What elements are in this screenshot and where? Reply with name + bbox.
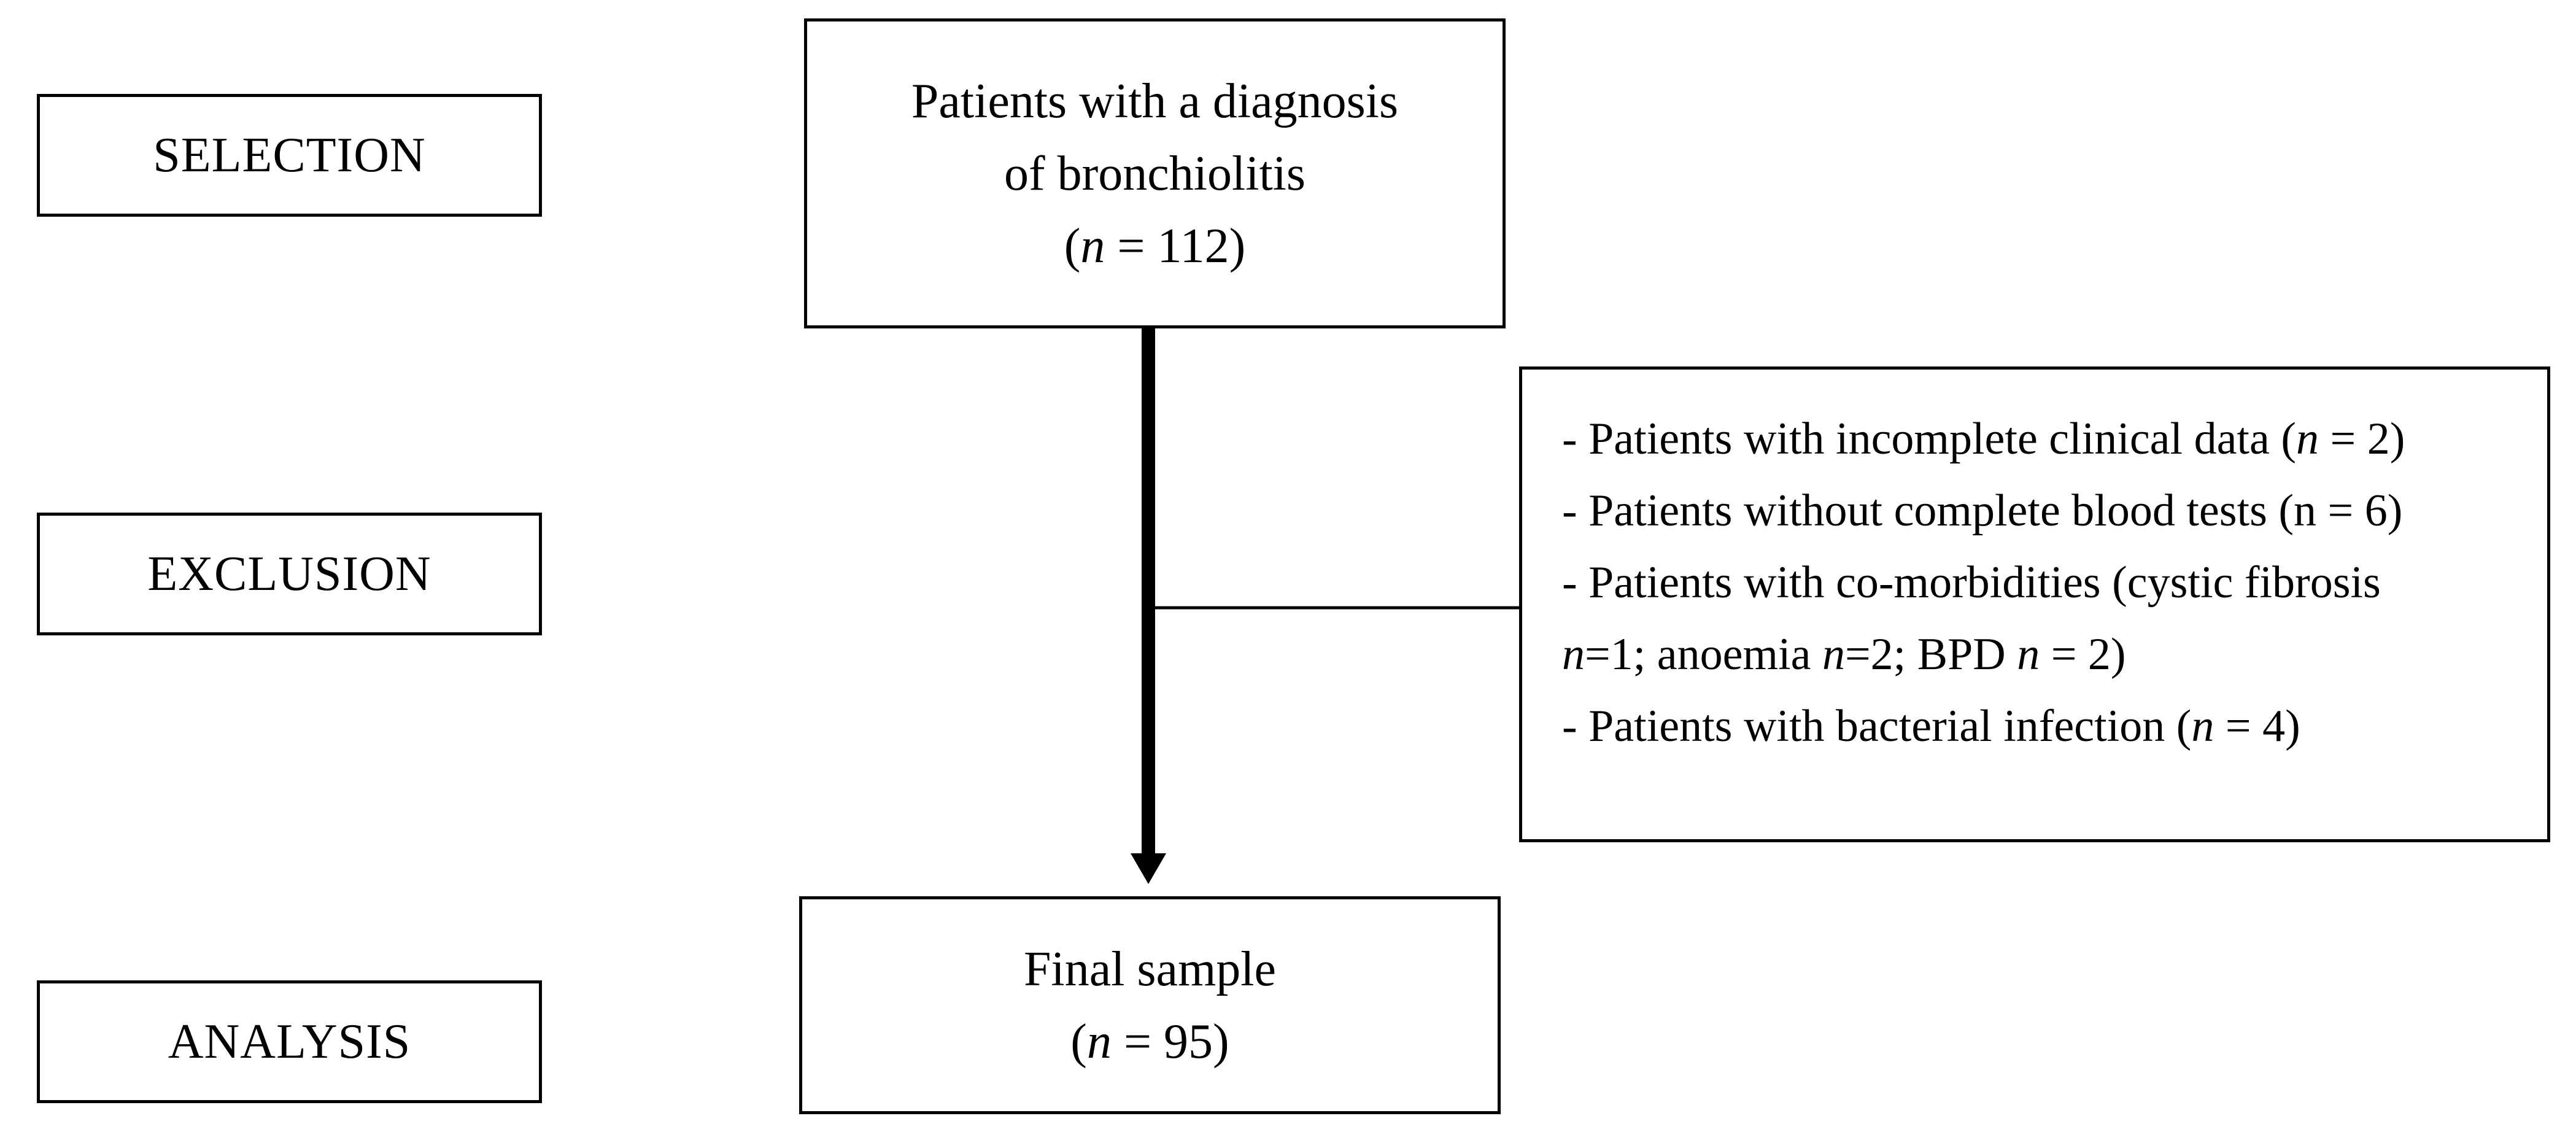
flow-arrowhead	[1131, 853, 1166, 884]
exclusion-node: - Patients with incomplete clinical data…	[1519, 366, 2550, 842]
stage-exclusion-label: EXCLUSION	[147, 546, 431, 601]
selection-count-value: = 112)	[1105, 219, 1246, 273]
exclusion-item-3: - Patients with co-morbidities (cystic f…	[1562, 557, 2381, 608]
exclusion-item-1-n: n	[2296, 414, 2319, 464]
exclusion-item-4-prefix: - Patients with bacterial infection (	[1562, 701, 2192, 751]
exclusion-item-1: - Patients with incomplete clinical data…	[1562, 403, 2547, 475]
exclusion-item-3-cont: n=1; anoemia n=2; BPD n = 2)	[1562, 619, 2547, 691]
final-sample-node: Final sample (n = 95)	[799, 896, 1501, 1114]
exclusion-item-3-t2: =2; BPD	[1844, 629, 2017, 680]
final-sample-title: Final sample	[1023, 942, 1277, 996]
exclusion-item-3-t1: =1; anoemia	[1585, 629, 1822, 680]
stage-selection-label: SELECTION	[153, 128, 426, 182]
selection-count-open: (	[1064, 219, 1081, 273]
final-sample-count: (n = 95)	[1070, 1006, 1229, 1078]
exclusion-item-4-n: n	[2191, 701, 2214, 751]
exclusion-item-3-t3: = 2)	[2040, 629, 2126, 680]
exclusion-item-3-n2: n	[1822, 629, 1845, 680]
exclusion-item-1-suffix: = 2)	[2318, 414, 2405, 464]
selection-line2: of bronchiolitis	[1004, 146, 1306, 201]
selection-count-n: n	[1080, 219, 1105, 273]
final-count-value: = 95)	[1111, 1014, 1229, 1069]
final-count-open: (	[1070, 1014, 1087, 1069]
selection-count: (n = 112)	[1064, 210, 1245, 282]
exclusion-item-2: - Patients without complete blood tests …	[1562, 486, 2403, 536]
selection-node: Patients with a diagnosis of bronchiolit…	[804, 18, 1506, 328]
exclusion-item-4-suffix: = 4)	[2214, 701, 2300, 751]
exclusion-item-3-n3: n	[2017, 629, 2040, 680]
final-count-n: n	[1086, 1014, 1112, 1069]
exclusion-item-3-n1: n	[1562, 629, 1585, 680]
exclusion-item-1-prefix: - Patients with incomplete clinical data…	[1562, 414, 2296, 464]
selection-line1: Patients with a diagnosis	[911, 74, 1399, 128]
stage-analysis-label: ANALYSIS	[168, 1014, 411, 1069]
stage-exclusion-box: EXCLUSION	[37, 513, 542, 635]
stage-selection-box: SELECTION	[37, 94, 542, 217]
stage-analysis-box: ANALYSIS	[37, 980, 542, 1103]
exclusion-item-4: - Patients with bacterial infection (n =…	[1562, 691, 2547, 762]
